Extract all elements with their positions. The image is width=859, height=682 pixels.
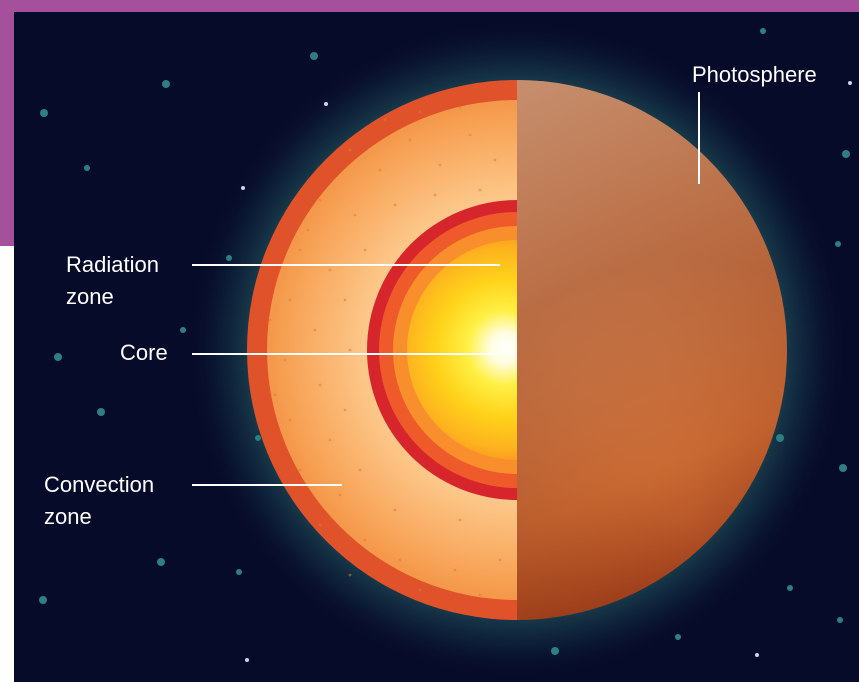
stars-white [241, 81, 852, 662]
photosphere-shading [517, 80, 787, 620]
photosphere-label: Photosphere [692, 62, 817, 87]
core-pointer-line [192, 353, 498, 355]
page-margin [0, 246, 14, 682]
radiation-zone-pointer-line [192, 264, 500, 266]
frame-border-left [0, 0, 14, 246]
photosphere-pointer-line [698, 92, 700, 184]
radiation-zone-label-line2: zone [66, 284, 114, 309]
stars [39, 28, 850, 655]
radiation-zone-label-line1: Radiation [66, 252, 159, 277]
core [407, 240, 517, 460]
frame-border-top [0, 0, 859, 12]
convection-granules [268, 106, 502, 597]
convection-zone-label-line1: Convection [44, 472, 155, 497]
convection-zone-label-line2: zone [44, 504, 92, 529]
core-label: Core [120, 340, 168, 365]
convection-zone-pointer-line [192, 484, 342, 486]
